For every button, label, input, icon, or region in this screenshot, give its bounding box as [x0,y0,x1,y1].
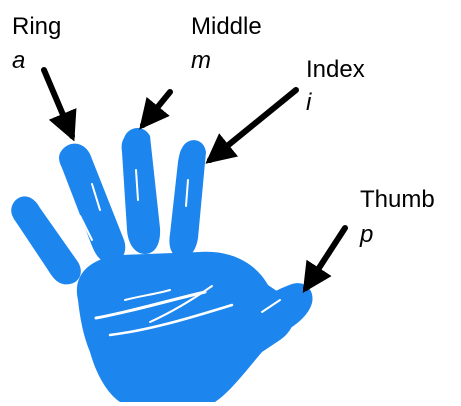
pinky-print [11,196,81,284]
index-label: Index [306,56,365,83]
thumb-arrow [306,228,345,288]
index-arrow [210,90,296,160]
thumb-label: Thumb [360,186,435,213]
hand-print-icon [11,128,312,402]
middle-finger-print [122,128,161,254]
index-symbol: i [306,89,312,116]
middle-label: Middle [191,13,262,40]
middle-symbol: m [191,47,211,74]
ring-arrow [44,70,72,136]
middle-arrow [143,92,170,125]
ring-label: Ring [12,13,61,40]
thumb-symbol: p [359,221,373,248]
index-finger-print [169,140,206,258]
ring-symbol: a [12,47,25,74]
ring-finger-print [59,144,125,263]
